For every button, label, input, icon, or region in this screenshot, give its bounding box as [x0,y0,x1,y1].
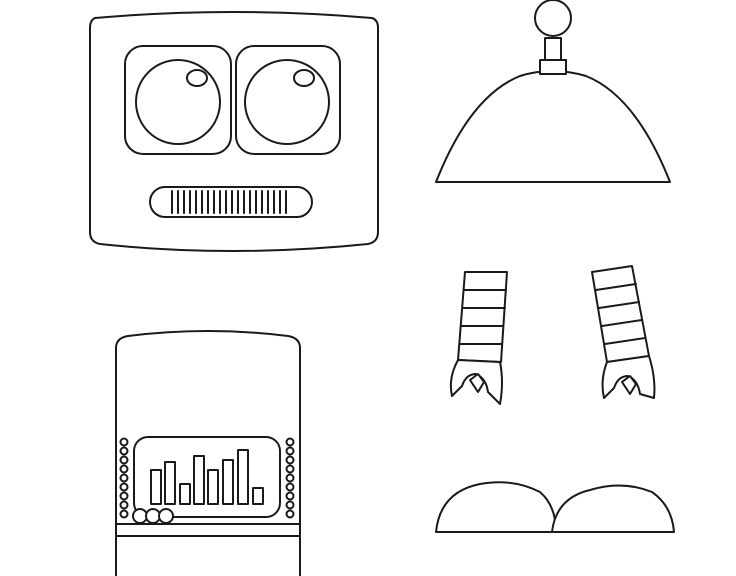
left-arm-with-claw [449,271,508,405]
indicator-light [285,500,295,510]
chart-bar [164,461,176,505]
right-claw-tip [621,375,637,395]
body-button [158,508,174,524]
chart-bar [193,455,205,505]
indicator-light [119,455,129,465]
indicator-light [119,491,129,501]
left-eye-highlight [186,69,208,87]
chart-bar [150,469,162,505]
left-eye [135,59,221,145]
indicator-light [285,509,295,519]
right-arm-segment [595,283,637,291]
left-foot [435,481,557,533]
indicator-light [119,473,129,483]
right-arm-segment [604,337,646,345]
indicator-light [285,473,295,483]
right-arm-segment [598,301,640,309]
mouth-grille-slots [171,190,287,214]
indicator-light [285,446,295,456]
indicator-light [119,509,129,519]
right-claw [601,355,656,399]
right-arm [591,265,650,363]
indicator-light [285,455,295,465]
left-claw-tip [469,373,485,393]
right-eye-highlight [293,69,315,87]
right-foot [551,484,675,533]
chart-bar [207,469,219,505]
indicator-light [285,482,295,492]
indicator-light [119,446,129,456]
body-button [132,508,148,524]
indicator-light [285,464,295,474]
chart-bars [150,449,264,505]
body-button [145,508,161,524]
chart-bar [252,487,264,505]
left-arm [457,271,508,363]
chart-bar [237,449,249,505]
antenna-base [539,59,567,75]
left-light-column [119,437,129,519]
right-arm-segment [601,319,643,327]
robot-body [115,330,301,576]
left-claw [449,359,503,405]
indicator-light [119,482,129,492]
right-arm-with-claw [591,265,656,399]
antenna-stem [544,37,562,61]
chart-bar [179,483,191,505]
dome-with-antenna [435,0,671,183]
right-eye [244,59,330,145]
dome [435,70,671,183]
feet [435,481,675,533]
antenna-ball [534,0,572,37]
indicator-light [285,491,295,501]
indicator-light [119,500,129,510]
indicator-light [285,437,295,447]
indicator-light [119,437,129,447]
robot-head [89,11,379,252]
right-light-column [285,437,295,519]
chart-bar [222,459,234,505]
indicator-light [119,464,129,474]
